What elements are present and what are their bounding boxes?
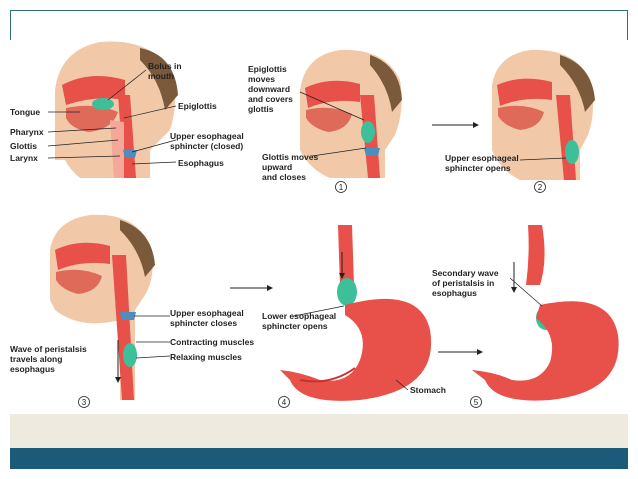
- label-wave-line2: travels along: [10, 354, 62, 364]
- label-glottis-moves-line1: Glottis moves: [262, 152, 318, 162]
- label-wave-line3: esophagus: [10, 364, 55, 374]
- label-ues-closes-line2: sphincter closes: [170, 318, 237, 328]
- head-illustration-initial: [55, 41, 178, 178]
- label-epi-moves-line3: downward: [248, 84, 290, 94]
- svg-text:4: 4: [282, 398, 287, 407]
- label-ues-opens-line1: Upper esophageal: [445, 153, 519, 163]
- label-ues-closed-line1: Upper esophageal: [170, 131, 244, 141]
- step-number-3: 3: [78, 396, 90, 408]
- stomach-illustration-step-5: [472, 225, 619, 401]
- svg-text:3: 3: [82, 398, 87, 407]
- footer-band-light: [10, 414, 628, 448]
- label-epi-moves-line1: Epiglottis: [248, 64, 287, 74]
- label-relaxing-muscles: Relaxing muscles: [170, 352, 242, 362]
- label-contracting-muscles: Contracting muscles: [170, 337, 254, 347]
- label-secondary-line3: esophagus: [432, 288, 477, 298]
- label-glottis-moves-line2: upward: [262, 162, 292, 172]
- step-number-1: 1: [335, 181, 347, 193]
- svg-text:5: 5: [474, 398, 479, 407]
- label-les-opens-line2: sphincter opens: [262, 321, 328, 331]
- label-tongue: Tongue: [10, 107, 40, 117]
- slide-frame-top: [10, 10, 628, 11]
- label-esophagus: Esophagus: [178, 158, 224, 168]
- label-ues-opens-line2: sphincter opens: [445, 163, 511, 173]
- head-illustration-step-3: [50, 214, 155, 400]
- label-les-opens-line1: Lower esophageal: [262, 311, 336, 321]
- slide-frame-left: [10, 10, 11, 40]
- step-number-5: 5: [470, 396, 482, 408]
- label-larynx: Larynx: [10, 153, 38, 163]
- label-pharynx: Pharynx: [10, 127, 44, 137]
- label-secondary-line1: Secondary wave: [432, 268, 499, 278]
- label-bolus-line2: mouth: [148, 71, 174, 81]
- label-glottis-moves-line3: and closes: [262, 172, 306, 182]
- slide-frame-right: [627, 10, 628, 40]
- svg-text:1: 1: [339, 183, 344, 192]
- label-glottis: Glottis: [10, 141, 37, 151]
- leader-lines: [47, 69, 567, 391]
- label-bolus-line1: Bolus in: [148, 61, 182, 71]
- label-secondary-line2: of peristalsis in: [432, 278, 494, 288]
- label-ues-closes-line1: Upper esophageal: [170, 308, 244, 318]
- step-number-2: 2: [534, 181, 546, 193]
- footer-band-dark: [10, 448, 628, 469]
- label-epi-moves-line5: glottis: [248, 104, 274, 114]
- head-illustration-step-2: [492, 49, 595, 180]
- label-ues-closed-line2: sphincter (closed): [170, 141, 243, 151]
- label-stomach: Stomach: [410, 385, 446, 395]
- bolus-shape: [92, 98, 114, 110]
- label-epi-moves-line4: and covers: [248, 94, 293, 104]
- svg-text:2: 2: [538, 183, 543, 192]
- step-number-4: 4: [278, 396, 290, 408]
- label-epi-moves-line2: moves: [248, 74, 275, 84]
- label-wave-line1: Wave of peristalsis: [10, 344, 87, 354]
- label-epiglottis: Epiglottis: [178, 101, 217, 111]
